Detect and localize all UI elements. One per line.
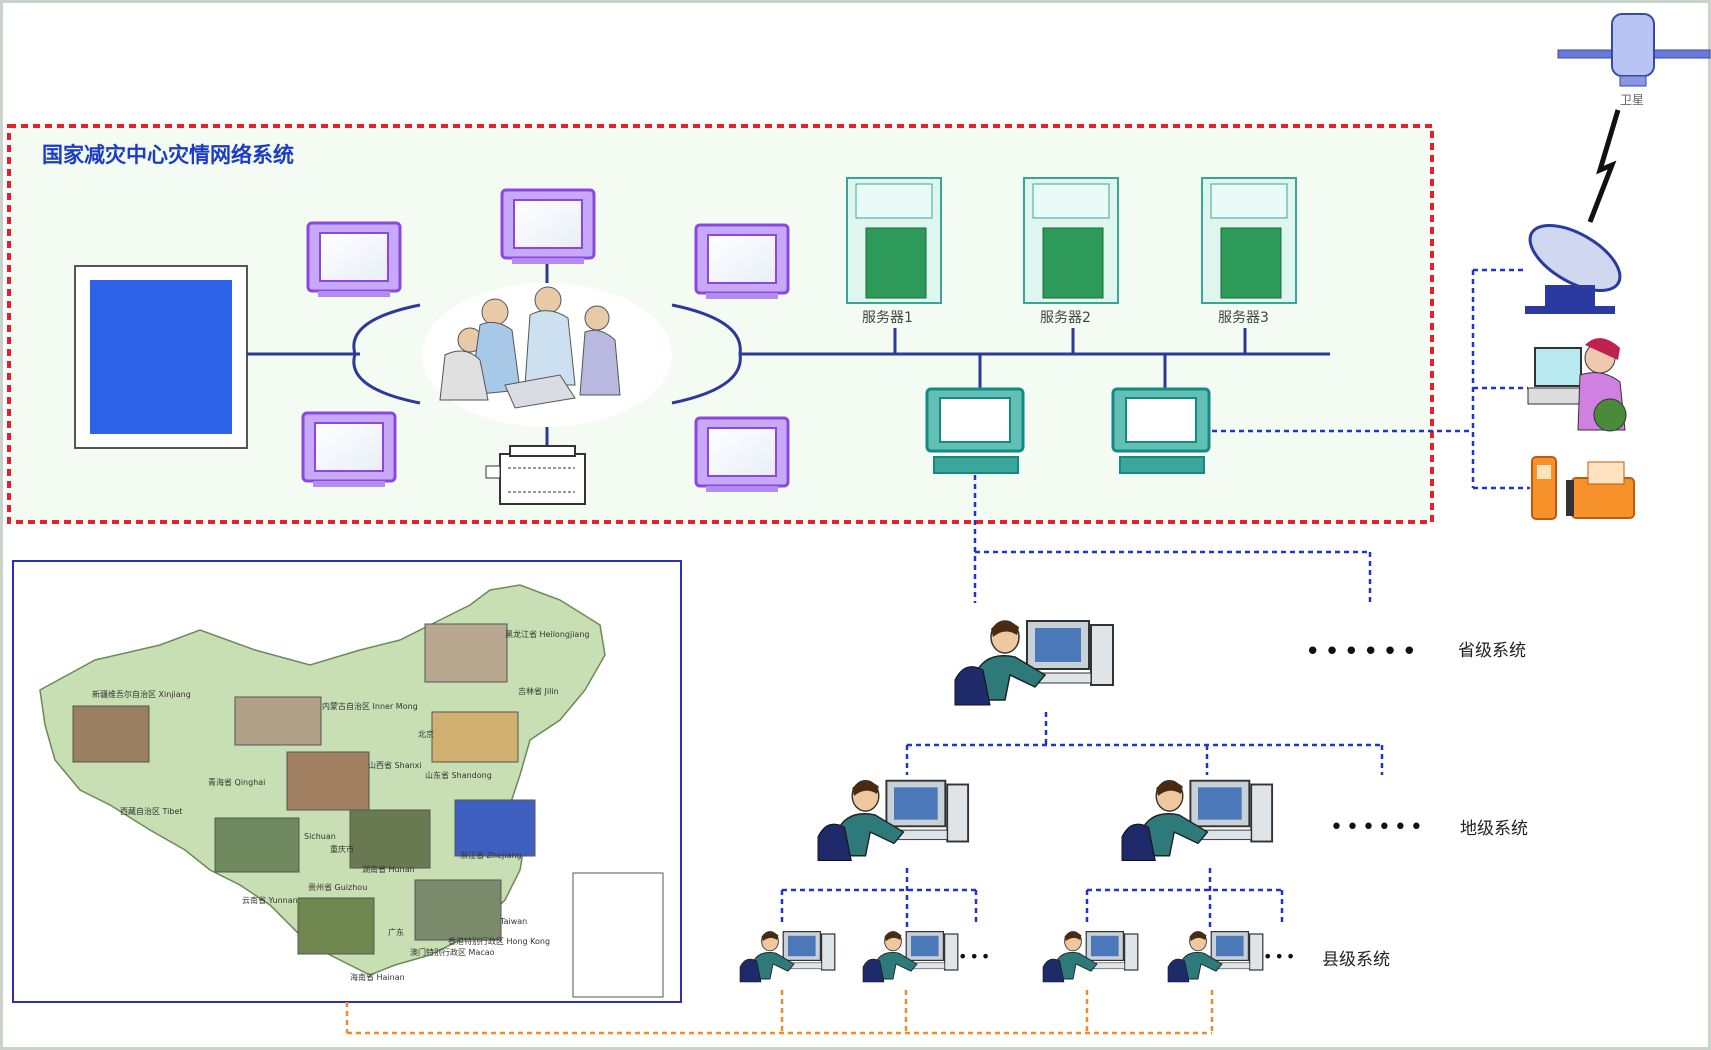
map-region-label: Sichuan	[304, 832, 336, 841]
map-region-label: 浙江省 Zhejiang	[460, 850, 522, 860]
satellite-dish-icon	[1525, 223, 1622, 314]
map-region-label: 山西省 Shanxi	[368, 760, 422, 770]
ellipsis-provincial: ••••••	[1305, 637, 1421, 667]
ellipsis-county: •••	[958, 947, 992, 966]
ellipsis-prefectural: ••••••	[1330, 815, 1426, 840]
server-icon	[1201, 177, 1297, 304]
map-region-label: 内蒙古自治区 Inner Mong	[322, 701, 418, 711]
satellite-icon	[1557, 13, 1711, 87]
operator-icon	[1527, 338, 1627, 432]
operators-layer	[739, 620, 1274, 983]
map-region-label: 吉林省 Jilin	[518, 686, 559, 696]
map-region-label: 北京	[418, 729, 434, 739]
map-region-label: 香港特别行政区 Hong Kong	[448, 936, 550, 946]
level-label-prefectural: 地级系统	[1460, 819, 1528, 839]
purple-monitor-icon	[306, 221, 402, 297]
map-region-label: 贵州省 Guizhou	[308, 882, 367, 892]
wireless-link-icon	[1587, 109, 1621, 223]
level-label-provincial: 省级系统	[1458, 641, 1526, 661]
map-region-label: 澳门特别行政区 Macao	[410, 947, 495, 957]
mobile-phone-icon	[1531, 456, 1557, 520]
large-display-icon	[74, 265, 248, 449]
purple-monitor-icon	[500, 188, 596, 264]
operator-workstation-icon	[739, 931, 836, 983]
map-region-label: 云南省 Yunnan	[242, 895, 298, 905]
national-center-title: 国家减灾中心灾情网络系统	[42, 143, 294, 167]
level-label-county: 县级系统	[1322, 950, 1390, 970]
team-meeting-icon	[422, 283, 672, 427]
operator-workstation-icon	[817, 779, 970, 861]
map-region-label: 青海省 Qinghai	[208, 777, 265, 787]
server-icon	[846, 177, 942, 304]
satellite-label: 卫星	[1620, 93, 1644, 107]
ellipsis-county: •••	[1263, 947, 1297, 966]
operator-workstation-icon	[862, 931, 959, 983]
operator-workstation-icon	[954, 620, 1114, 706]
fax-machine-icon	[1566, 461, 1635, 519]
purple-monitor-icon	[301, 411, 397, 487]
server-label: 服务器2	[1040, 310, 1091, 326]
orange-dashed-link	[345, 990, 1214, 1035]
server-icon	[1023, 177, 1119, 304]
map-region-label: 重庆市	[330, 844, 354, 854]
hierarchy-dashed-links	[780, 475, 1384, 928]
printer-icon	[485, 445, 586, 505]
map-region-label: 湖南省 Hunan	[362, 864, 415, 874]
operator-workstation-icon	[1167, 931, 1264, 983]
map-region-label: 海南省 Hainan	[350, 972, 405, 982]
server-label: 服务器1	[862, 310, 913, 326]
network-bus	[247, 260, 1330, 450]
map-region-label: 山东省 Shandong	[425, 770, 492, 780]
workstation-icon	[1111, 387, 1211, 474]
map-region-label: 新疆维吾尔自治区 Xinjiang	[92, 689, 191, 699]
map-photo	[72, 623, 536, 955]
map-labels: 黑龙江省 Heilongjiang 吉林省 Jilin 新疆维吾尔自治区 Xinji…	[92, 629, 589, 982]
server-label: 服务器3	[1218, 310, 1269, 326]
map-region-label: 广东	[388, 927, 404, 937]
map-region-label: Taiwan	[499, 917, 527, 926]
operator-workstation-icon	[1042, 931, 1139, 983]
workstation-icon	[925, 387, 1025, 474]
external-links-dashed	[1212, 268, 1530, 490]
south-china-sea-inset	[572, 872, 664, 998]
purple-monitor-icon	[694, 223, 790, 299]
map-region-label: 黑龙江省 Heilongjiang	[505, 629, 589, 639]
purple-monitor-icon	[694, 416, 790, 492]
operator-workstation-icon	[1121, 779, 1274, 861]
map-region-label: 西藏自治区 Tibet	[120, 806, 183, 816]
